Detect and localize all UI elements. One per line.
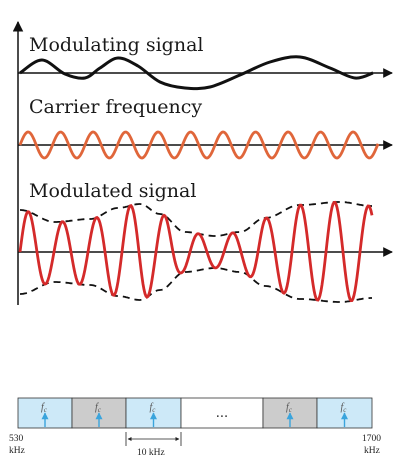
channel-band: fc fc fc... fc fc (17, 397, 373, 429)
channel-cell: fc (262, 397, 318, 429)
channel-carrier-label: fc (41, 402, 48, 414)
channel-ellipsis: ... (216, 406, 228, 421)
band-end-unit: kHz (364, 446, 380, 456)
channel-cell: fc (125, 397, 182, 429)
band-start-unit: kHz (9, 446, 25, 456)
channel-box (180, 397, 264, 429)
band-start-value: 530 (9, 434, 24, 444)
carrier-frequency-label: Carrier frequency (29, 96, 202, 118)
channel-carrier-label: fc (95, 402, 102, 414)
modulated-signal-label: Modulated signal (29, 180, 196, 202)
channel-carrier-label: fc (286, 402, 293, 414)
channel-cell: ... (180, 397, 264, 429)
spacing-label: 10 kHz (137, 448, 165, 458)
channel-carrier-label: fc (341, 402, 348, 414)
carrier-waveform (18, 130, 380, 160)
channel-cell: fc (71, 397, 127, 429)
channel-cell: fc (316, 397, 373, 429)
band-end-value: 1700 (362, 434, 381, 444)
modulated-waveform (18, 200, 374, 303)
modulating-waveform (19, 55, 374, 91)
upper-envelope (20, 201, 372, 237)
channel-carrier-label: fc (150, 402, 157, 414)
modulating-signal-label: Modulating signal (29, 34, 203, 56)
channel-cell: fc (17, 397, 73, 429)
